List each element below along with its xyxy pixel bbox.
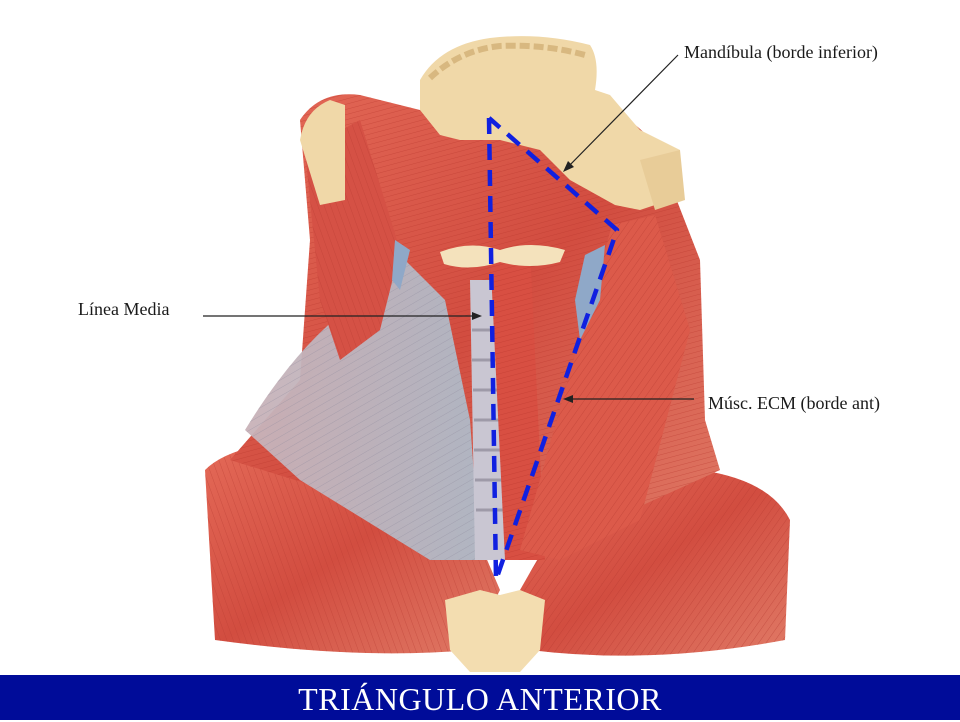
label-scm: Músc. ECM (borde ant): [708, 393, 880, 413]
vessels: [392, 240, 605, 340]
arrowhead-midline: [472, 312, 482, 320]
anterior-triangle-outline: [486, 116, 620, 583]
fascia-left: [245, 250, 480, 560]
mandible-bone: [300, 36, 685, 211]
title-bar: TRIÁNGULO ANTERIOR: [0, 675, 960, 720]
leader-mandible: [564, 54, 679, 171]
slide-title: TRIÁNGULO ANTERIOR: [298, 681, 662, 717]
hyoid-bone: [440, 245, 565, 268]
callout-leaders: [203, 54, 694, 403]
arrowhead-mandible: [563, 161, 574, 172]
sternum: [445, 590, 545, 672]
arrowhead-scm: [563, 395, 573, 403]
label-mandible: Mandíbula (borde inferior): [684, 42, 878, 62]
label-midline: Línea Media: [78, 299, 170, 319]
